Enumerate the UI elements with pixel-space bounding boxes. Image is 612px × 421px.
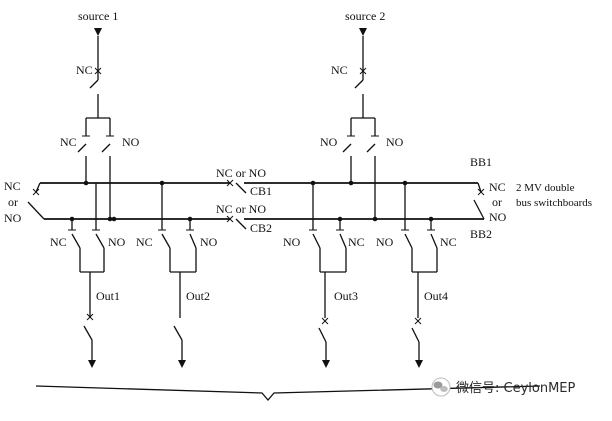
right-coupler-nc: NC [489, 180, 506, 194]
source-1-feeder [77, 28, 114, 219]
cb2-state-label: NC or NO [216, 202, 266, 216]
wechat-icon [431, 377, 451, 397]
source-2-arrow [359, 28, 367, 36]
out1-label: Out1 [96, 289, 120, 303]
left-bus-coupler [27, 182, 45, 220]
label-no: NO [200, 235, 218, 249]
cb2-switch [235, 218, 247, 230]
out3-label: Out3 [334, 289, 358, 303]
bb2-label: BB2 [470, 227, 492, 241]
feeder-out2 [158, 183, 197, 368]
left-coupler-no: NO [4, 211, 22, 225]
switchboard-description-line1: 2 MV double [516, 182, 575, 194]
bottom-brace [35, 385, 541, 401]
busbar-bb1 [40, 179, 478, 194]
label-nc: NC [50, 235, 67, 249]
right-bus-coupler [473, 182, 485, 220]
label-nc: NC [348, 235, 365, 249]
source-2-feeder [342, 28, 379, 219]
bb1-label: BB1 [470, 155, 492, 169]
right-coupler-no: NO [489, 210, 507, 224]
label-nc: NC [331, 63, 348, 77]
feeder-out4 [401, 183, 438, 368]
label-nc: NC [60, 135, 77, 149]
out4-label: Out4 [424, 289, 448, 303]
label-no: NO [376, 235, 394, 249]
label-nc: NC [440, 235, 457, 249]
label-no: NO [122, 135, 140, 149]
label-nc: NC [136, 235, 153, 249]
out2-label: Out2 [186, 289, 210, 303]
left-coupler-nc: NC [4, 179, 21, 193]
feeder-out1 [68, 183, 105, 368]
label-no: NO [386, 135, 404, 149]
cb1-state-label: NC or NO [216, 166, 266, 180]
label-no: NO [320, 135, 338, 149]
label-no: NO [283, 235, 301, 249]
cb2-label: CB2 [250, 221, 272, 235]
source-1-label: source 1 [78, 9, 118, 23]
cb1-switch [235, 182, 247, 194]
source-2-label: source 2 [345, 9, 385, 23]
left-coupler-or: or [8, 195, 18, 209]
source-1-arrow [94, 28, 102, 36]
switchboard-description-line2: bus switchboards [516, 197, 592, 209]
feeder-out3 [309, 183, 347, 368]
label-no: NO [108, 235, 126, 249]
label-nc: NC [76, 63, 93, 77]
cb1-label: CB1 [250, 184, 272, 198]
right-coupler-or: or [492, 195, 502, 209]
watermark-text: 微信号: CeylonMEP [456, 381, 576, 396]
busbar-bb2 [44, 215, 484, 230]
